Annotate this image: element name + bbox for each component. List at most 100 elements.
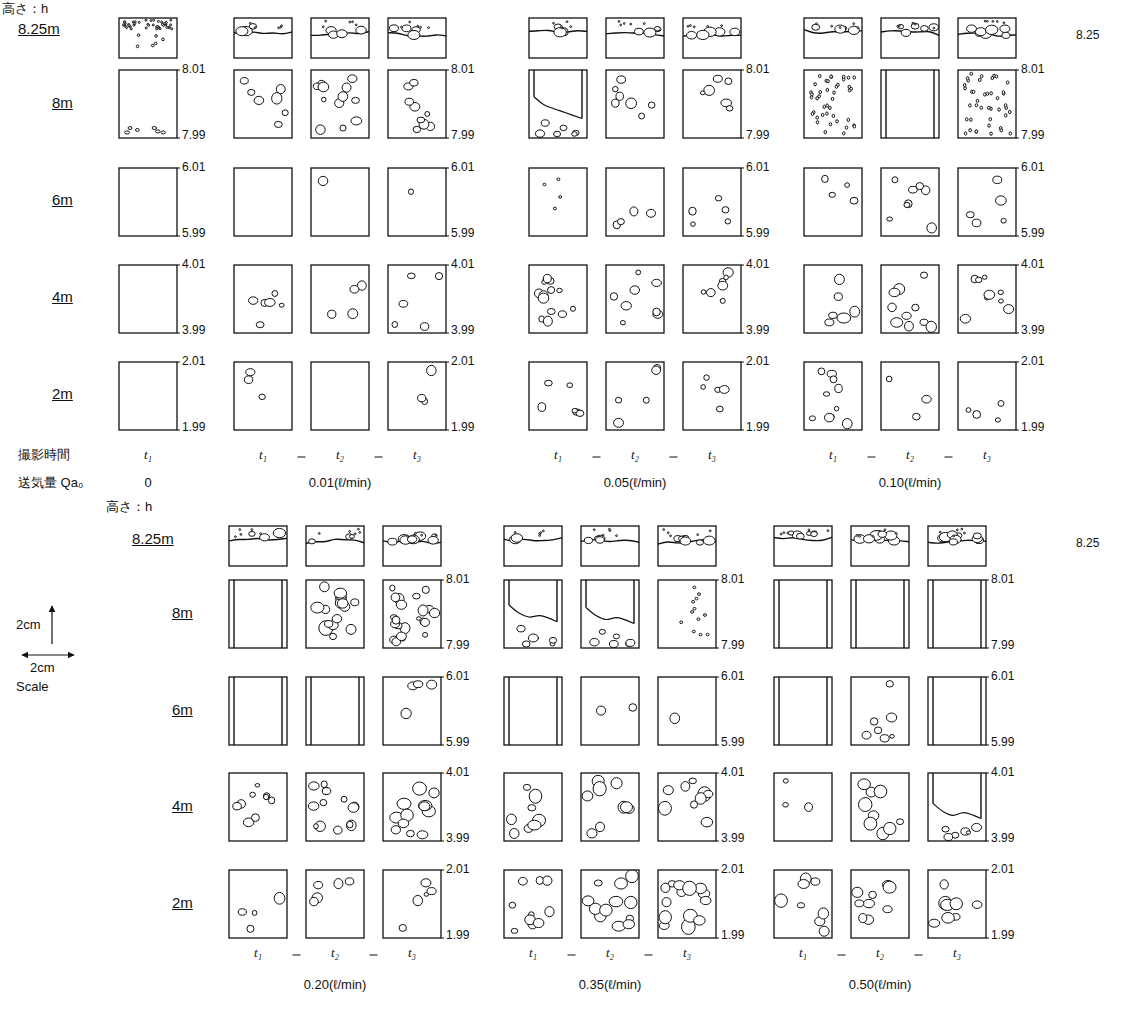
bubble <box>260 534 270 541</box>
photo-panel <box>774 773 832 841</box>
slug-wall <box>310 677 311 745</box>
photo-panel <box>119 18 177 58</box>
bubble <box>621 302 631 310</box>
bubble <box>349 21 351 23</box>
panel-content <box>390 782 439 839</box>
scale-arrow <box>22 654 74 655</box>
bubble <box>874 785 887 798</box>
bubble <box>812 24 820 30</box>
bubble <box>389 25 398 32</box>
bubble <box>609 896 623 906</box>
bubble <box>1003 22 1005 24</box>
panel-frame <box>529 362 587 430</box>
panel-content <box>614 364 661 427</box>
tick-mark <box>986 677 989 678</box>
bubble <box>863 535 874 543</box>
panel-frame <box>306 526 364 566</box>
tick-label: 1.99 <box>991 929 1014 943</box>
panel-frame <box>229 870 287 938</box>
bubble <box>610 293 617 301</box>
bubble <box>602 534 604 536</box>
time-dash <box>568 955 576 956</box>
flow-rate-label: 0.50(ℓ/min) <box>849 978 912 993</box>
panel-content <box>586 580 635 648</box>
bubble <box>325 621 333 628</box>
bubble <box>670 535 672 537</box>
bubble <box>410 79 418 86</box>
panel-frame <box>881 265 939 333</box>
panel-frame <box>229 677 287 745</box>
bubble <box>342 83 351 92</box>
tick-label: 1.99 <box>721 929 744 943</box>
bubble <box>683 881 697 895</box>
bubble <box>975 28 986 36</box>
bubble <box>157 20 159 22</box>
panel-content <box>779 677 827 745</box>
bubble <box>435 534 437 536</box>
panel-content <box>670 713 680 723</box>
panel-content <box>234 677 282 745</box>
photo-panel <box>388 70 446 138</box>
bubble <box>356 26 366 34</box>
bubble <box>620 24 622 26</box>
panel-frame <box>581 773 639 841</box>
tick-label: 7.99 <box>746 129 769 143</box>
panel-content <box>822 175 858 204</box>
panel-content <box>658 529 716 546</box>
panel-frame <box>928 677 986 745</box>
bubble <box>170 19 172 21</box>
panel-frame <box>504 580 562 648</box>
bubble <box>570 306 575 311</box>
bubble <box>125 131 130 134</box>
tick-mark <box>441 745 444 746</box>
bubble <box>964 132 967 135</box>
panel-content <box>887 177 937 233</box>
tick-mark <box>446 168 449 169</box>
bubble <box>964 532 966 534</box>
bubble <box>976 99 979 102</box>
bubble <box>718 281 728 290</box>
tick-mark <box>741 168 744 169</box>
bubble <box>128 127 132 130</box>
bubble <box>895 533 897 535</box>
bubble <box>154 42 157 45</box>
photo-panel <box>881 265 939 333</box>
bubble <box>842 75 845 78</box>
bubble <box>715 196 721 201</box>
bubble <box>171 28 173 30</box>
bubble <box>124 21 126 23</box>
panel-frame <box>851 526 909 566</box>
slug-wall <box>581 70 582 118</box>
tick-label: 6.01 <box>1021 161 1044 175</box>
height-label: 8m <box>172 604 193 621</box>
bubble <box>652 366 661 374</box>
panel-frame <box>529 265 587 333</box>
bubble <box>428 536 438 544</box>
bubble <box>418 605 428 616</box>
bubble <box>630 23 632 25</box>
bubble <box>690 801 697 808</box>
panel-content <box>328 281 367 319</box>
photo-panel <box>388 168 446 236</box>
photo-panel <box>119 265 177 333</box>
bubble <box>161 131 165 134</box>
tick-mark <box>177 168 180 169</box>
tick-mark <box>1016 168 1019 169</box>
bubble <box>272 290 278 296</box>
bubble <box>405 98 414 105</box>
bubble <box>827 80 830 83</box>
photo-panel <box>581 677 639 745</box>
bubble <box>808 529 810 531</box>
bubble <box>982 275 987 279</box>
tick-label: 7.99 <box>451 129 474 143</box>
bubble <box>663 529 665 531</box>
bubble <box>724 275 728 280</box>
panel-frame <box>383 773 441 841</box>
bubble <box>980 75 983 78</box>
panel-content <box>804 23 862 35</box>
photo-panel <box>504 580 562 648</box>
bubble <box>811 112 814 115</box>
bubble <box>128 25 130 27</box>
panel-content <box>506 784 545 838</box>
